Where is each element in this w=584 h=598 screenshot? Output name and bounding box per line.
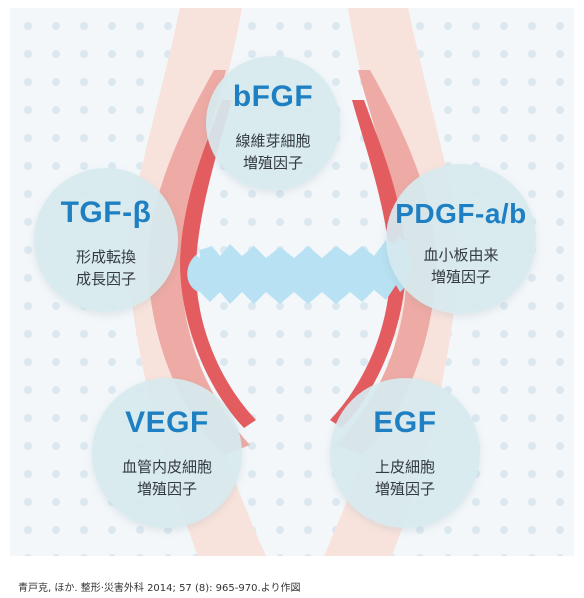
factor-description: 血管内皮細胞 増殖因子	[121, 458, 212, 498]
factor-name: VEGF	[125, 406, 209, 439]
factor-description: 上皮細胞 増殖因子	[374, 458, 435, 498]
factor-circle-pdgf: PDGF-a/b 血小板由来 増殖因子	[386, 164, 536, 314]
factor-description: 形成転換 成長因子	[75, 248, 136, 288]
factor-name: TGF-β	[60, 196, 152, 229]
right-tissue-outer	[336, 70, 436, 455]
wound-gap	[198, 240, 400, 304]
factor-circle-vegf: VEGF 血管内皮細胞 増殖因子	[92, 378, 242, 528]
source-caption: 青戸克, ほか. 整形·災害外科 2014; 57 (8): 965-970.よ…	[18, 583, 301, 594]
factor-name: bFGF	[232, 80, 314, 113]
right-tissue-inner	[330, 100, 406, 428]
factor-name: PDGF-a/b	[395, 198, 527, 229]
left-tissue-outer	[148, 70, 250, 455]
factor-circle-tgf-beta: TGF-β 形成転換 成長因子	[34, 168, 178, 312]
factor-name: EGF	[373, 406, 437, 439]
factor-circle-bfgf: bFGF 線維芽細胞 増殖因子	[206, 56, 340, 190]
factor-description: 血小板由来 増殖因子	[423, 246, 499, 286]
left-tissue-inner	[180, 100, 256, 428]
wound-gap-left-cap	[187, 255, 206, 292]
factor-description: 線維芽細胞 増殖因子	[235, 132, 311, 172]
factor-circle-egf: EGF 上皮細胞 増殖因子	[330, 378, 480, 528]
